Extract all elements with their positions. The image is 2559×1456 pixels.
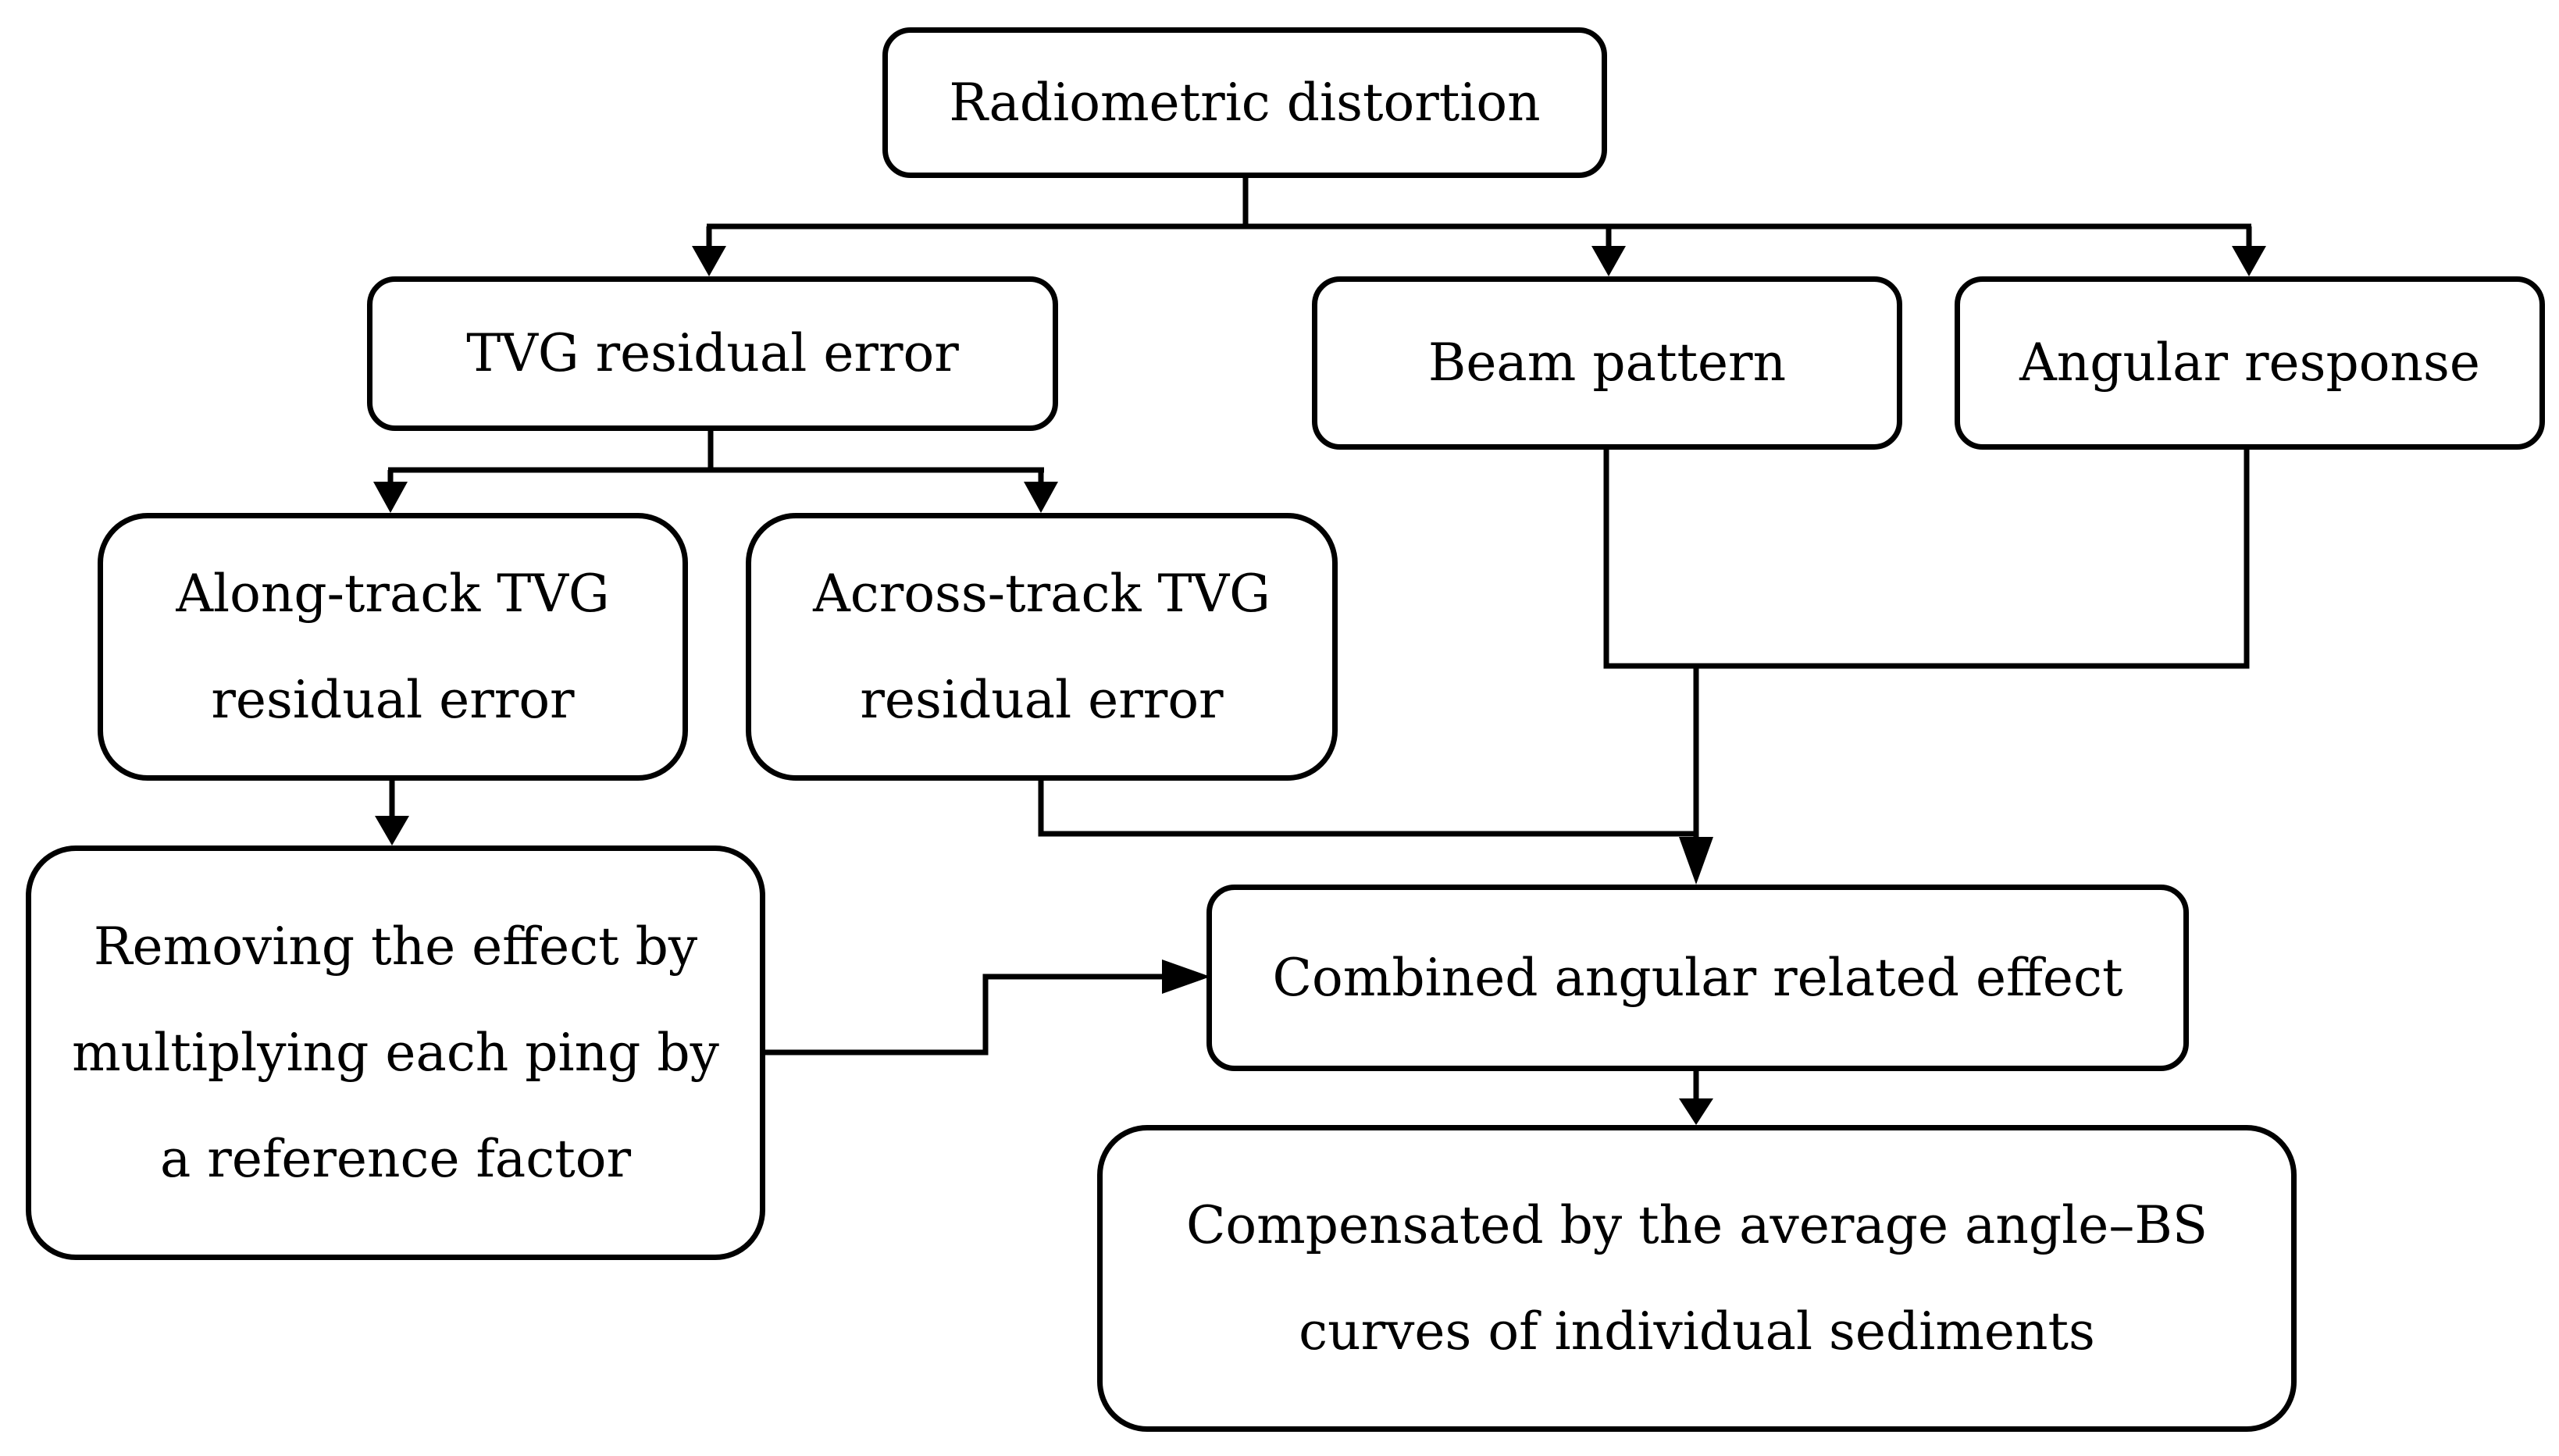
node-radiometric-distortion: Radiometric distortion (882, 27, 1607, 178)
node-removing-effect: Removing the effect by multiplying each … (26, 845, 765, 1260)
node-label: Beam pattern (1427, 333, 1787, 393)
arrowhead-combined-top (1679, 837, 1713, 885)
connector-beam-angular-merge (1603, 450, 2250, 669)
node-along-track: Along-track TVG residual error (98, 513, 688, 781)
node-beam-pattern: Beam pattern (1312, 276, 1902, 450)
node-label: Removing the effect by multiplying each … (72, 916, 719, 1189)
node-label: Compensated by the average angle–BS curv… (1185, 1194, 2208, 1362)
arrowhead-combined-left (1162, 959, 1210, 994)
node-label: Along-track TVG residual error (176, 563, 610, 730)
node-label: TVG residual error (466, 323, 959, 383)
arrowhead-along (373, 482, 408, 513)
connector-across-to-combined (1038, 781, 1696, 837)
arrowhead-across (1024, 482, 1058, 513)
node-label: Across-track TVG residual error (813, 563, 1271, 730)
node-compensated: Compensated by the average angle–BS curv… (1097, 1125, 2297, 1432)
arrowhead-beam (1591, 246, 1626, 276)
arrowhead-angular (2232, 246, 2266, 276)
arrowhead-compensated (1679, 1098, 1713, 1125)
node-tvg-residual-error: TVG residual error (367, 276, 1058, 431)
node-label: Combined angular related effect (1272, 947, 2123, 1008)
node-label: Angular response (2019, 333, 2480, 393)
arrowhead-removing (375, 816, 409, 845)
node-across-track: Across-track TVG residual error (746, 513, 1338, 781)
node-angular-response: Angular response (1955, 276, 2545, 450)
connector-removing-to-combined (765, 974, 1167, 1056)
node-combined-effect: Combined angular related effect (1206, 885, 2189, 1071)
arrowhead-tvg (692, 246, 726, 276)
node-label: Radiometric distortion (949, 72, 1541, 133)
